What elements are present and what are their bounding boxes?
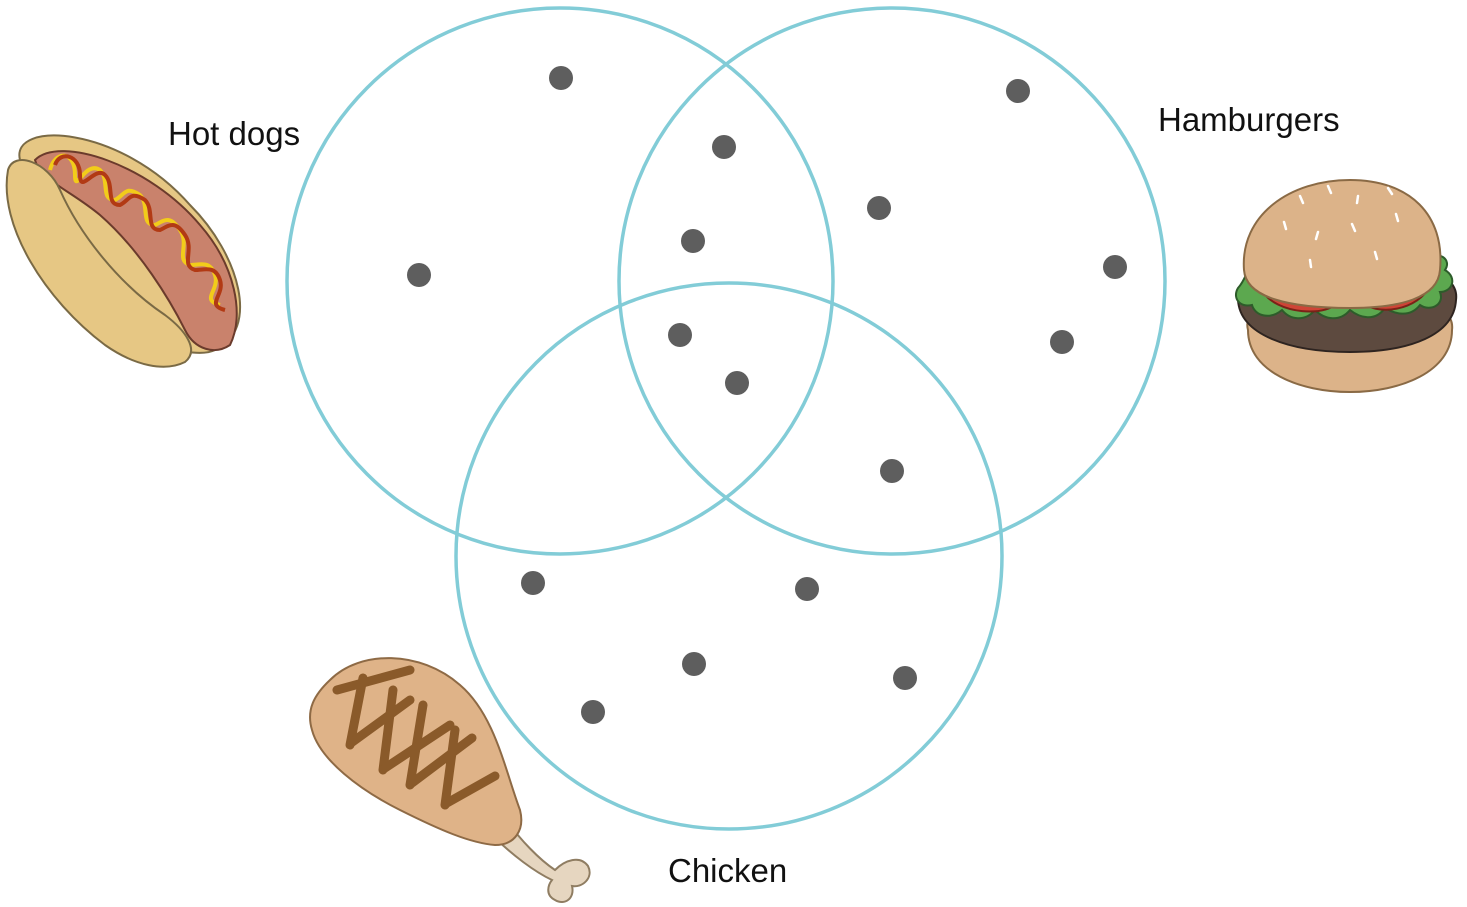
member-dot-hotdogs-and-hamburgers-only — [712, 135, 736, 159]
member-dot-hamburgers-only — [867, 196, 891, 220]
circle-chicken — [456, 283, 1002, 829]
member-dot-chicken-only — [795, 577, 819, 601]
set-label-chicken: Chicken — [668, 852, 787, 889]
member-dot-hamburgers-only — [1050, 330, 1074, 354]
hot-dog-icon — [7, 136, 240, 367]
member-dot-hamburgers-and-chicken-only — [880, 459, 904, 483]
venn-members — [407, 66, 1127, 724]
member-dot-chicken-only — [581, 700, 605, 724]
member-dot-hotdogs-only — [549, 66, 573, 90]
member-dot-hotdogs-only — [407, 263, 431, 287]
member-dot-all-three — [668, 323, 692, 347]
set-label-hamburgers: Hamburgers — [1158, 101, 1340, 138]
member-dot-chicken-only — [521, 571, 545, 595]
member-dot-hamburgers-only — [1006, 79, 1030, 103]
member-dot-hotdogs-and-hamburgers-only — [681, 229, 705, 253]
set-label-hot-dogs: Hot dogs — [168, 115, 300, 152]
chicken-drumstick-icon — [310, 658, 590, 902]
member-dot-chicken-only — [893, 666, 917, 690]
member-dot-all-three — [725, 371, 749, 395]
member-dot-chicken-only — [682, 652, 706, 676]
hamburger-icon — [1236, 180, 1456, 392]
member-dot-hamburgers-only — [1103, 255, 1127, 279]
